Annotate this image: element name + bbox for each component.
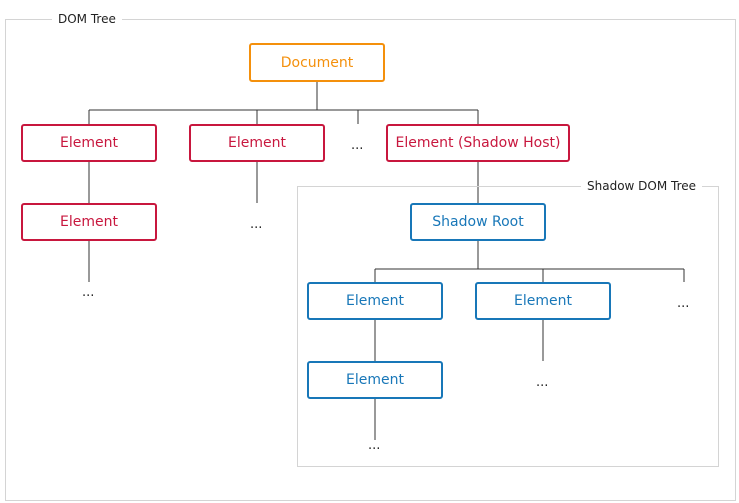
shadow-host-node: Element (Shadow Host) bbox=[386, 124, 570, 162]
ellipsis-shadow-sibling: ... bbox=[677, 296, 690, 311]
element-node-1: Element bbox=[21, 124, 157, 162]
ellipsis-shadow-element-2-child: ... bbox=[536, 375, 549, 390]
document-node: Document bbox=[249, 43, 385, 82]
shadow-dom-tree-label: Shadow DOM Tree bbox=[581, 179, 703, 193]
ellipsis-element-1-child: ... bbox=[82, 285, 95, 300]
ellipsis-element-2-child: ... bbox=[250, 217, 263, 232]
element-node-1-child: Element bbox=[21, 203, 157, 241]
ellipsis-sibling: ... bbox=[351, 138, 364, 153]
shadow-dom-tree-frame bbox=[297, 186, 719, 467]
ellipsis-shadow-element-1-child: ... bbox=[368, 438, 381, 453]
shadow-element-node-1: Element bbox=[307, 282, 443, 320]
dom-tree-label: DOM Tree bbox=[52, 12, 122, 26]
shadow-root-node: Shadow Root bbox=[410, 203, 546, 241]
shadow-element-node-2: Element bbox=[475, 282, 611, 320]
element-node-2: Element bbox=[189, 124, 325, 162]
shadow-element-node-1-child: Element bbox=[307, 361, 443, 399]
dom-tree-frame bbox=[5, 19, 736, 501]
